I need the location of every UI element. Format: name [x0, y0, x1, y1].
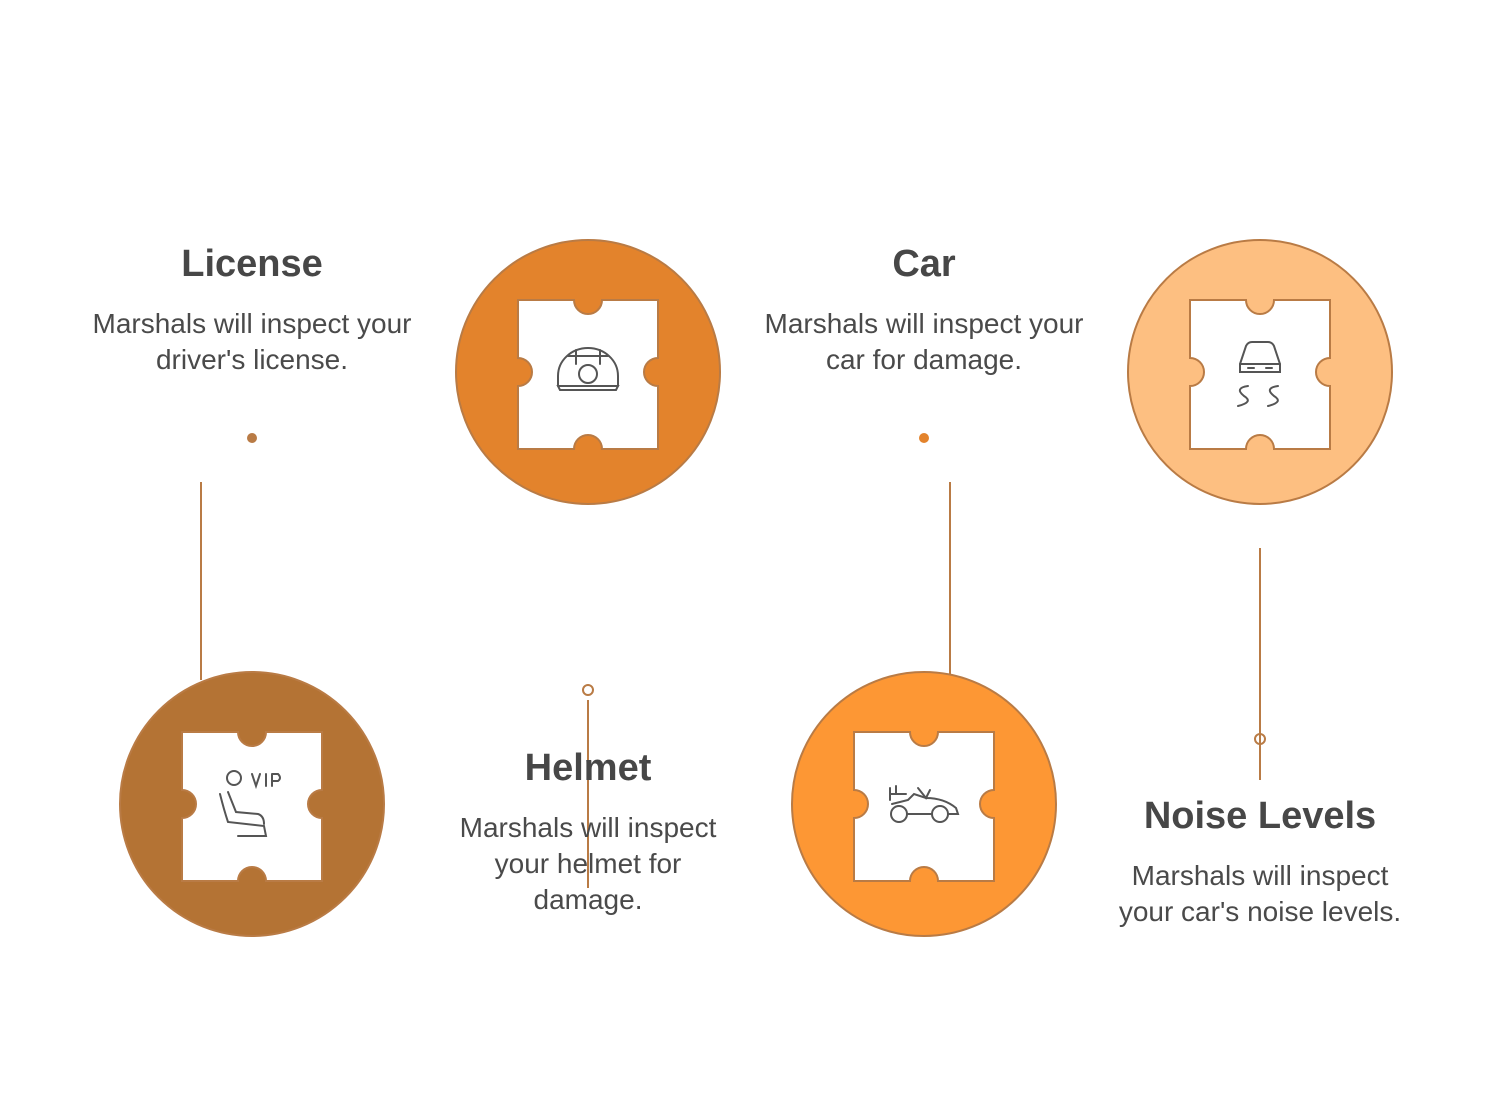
license-node	[119, 671, 385, 937]
item-license: License Marshals will inspect your drive…	[92, 242, 412, 378]
car-description: Marshals will inspect your car for damag…	[764, 308, 1084, 375]
noise-node	[1127, 239, 1393, 505]
helmet-description: Marshals will inspect your helmet for da…	[459, 812, 717, 915]
puzzle-piece	[1189, 299, 1331, 450]
helmet-node	[455, 239, 721, 505]
connector-dot-license	[247, 433, 257, 443]
helmet-title: Helmet	[524, 747, 652, 789]
car-node	[791, 671, 1057, 937]
vip-seat-icon	[219, 770, 281, 837]
item-noise: Noise Levels Marshals will inspect your …	[1090, 794, 1430, 930]
license-title: License	[181, 243, 323, 285]
car-title: Car	[892, 243, 956, 285]
puzzle-piece	[517, 299, 659, 450]
noise-title: Noise Levels	[1143, 795, 1377, 837]
car-skid-icon	[1237, 341, 1281, 407]
puzzle-piece	[181, 731, 323, 882]
connector-dot-helmet	[582, 684, 594, 696]
connector-dot-car	[919, 433, 929, 443]
puzzle-piece	[853, 731, 995, 882]
connector-dot-noise	[1254, 733, 1266, 745]
license-description: Marshals will inspect your driver's lice…	[92, 308, 412, 375]
race-car-icon	[889, 785, 960, 823]
noise-description: Marshals will inspect your car's noise l…	[1118, 860, 1402, 927]
item-helmet: Helmet Marshals will inspect your helmet…	[428, 746, 748, 918]
helmet-icon	[556, 347, 620, 391]
item-car: Car Marshals will inspect your car for d…	[764, 242, 1084, 378]
